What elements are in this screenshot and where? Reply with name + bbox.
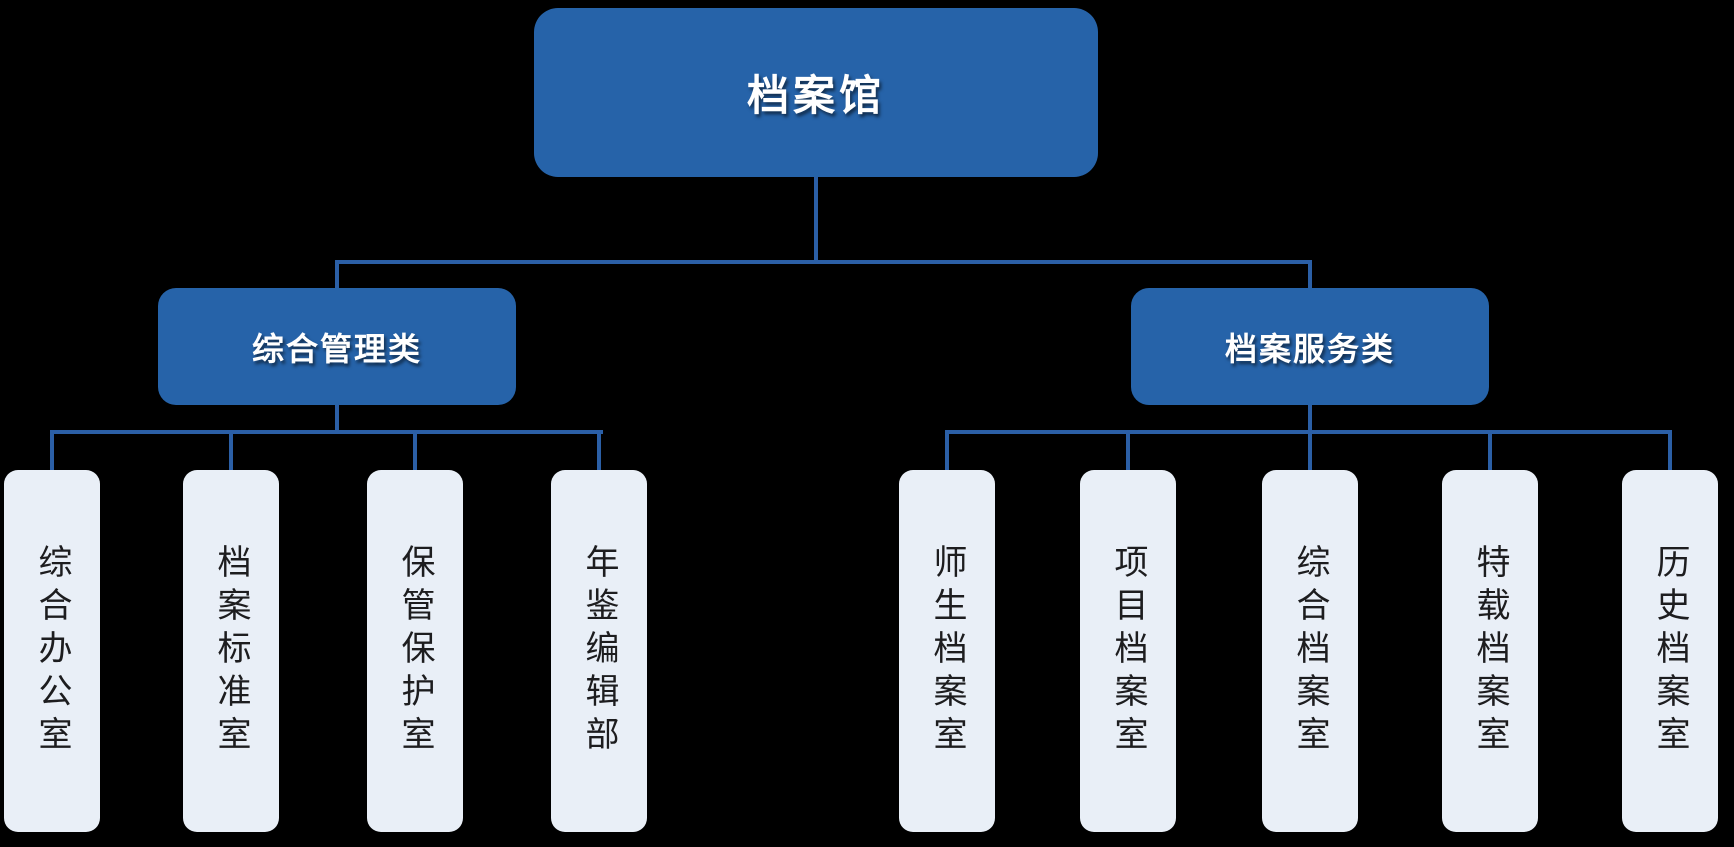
connector-drop-leaf-1 — [50, 430, 54, 470]
org-root-box: 档案馆 — [534, 8, 1098, 177]
connector-drop-group-service — [1308, 260, 1312, 290]
org-group-management-box: 综合管理类 — [158, 288, 516, 405]
connector-drop-leaf-5 — [945, 430, 949, 470]
org-group-service-box: 档案服务类 — [1131, 288, 1489, 405]
connector-drop-leaf-2 — [229, 430, 233, 470]
org-leaf-special-records-archive-box: 特载档案室 — [1442, 470, 1538, 832]
connector-drop-leaf-9 — [1668, 430, 1672, 470]
org-leaf-yearbook-editorial-box: 年鉴编辑部 — [551, 470, 647, 832]
org-leaf-project-archive-label: 项目档案室 — [1109, 543, 1147, 759]
org-leaf-general-office-label: 综合办公室 — [33, 543, 71, 759]
connector-level1-horizontal — [335, 260, 1312, 264]
org-group-service-label: 档案服务类 — [1224, 330, 1395, 367]
connector-drop-group-management — [335, 260, 339, 290]
connector-drop-leaf-6 — [1126, 430, 1130, 470]
connector-management-stem — [335, 405, 339, 434]
connector-drop-leaf-8 — [1488, 430, 1492, 470]
connector-drop-leaf-3 — [413, 430, 417, 470]
org-leaf-staff-student-archive-box: 师生档案室 — [899, 470, 995, 832]
org-leaf-archive-standards-box: 档案标准室 — [183, 470, 279, 832]
connector-root-stem — [814, 177, 818, 262]
org-leaf-yearbook-editorial-label: 年鉴编辑部 — [580, 543, 618, 759]
org-leaf-special-records-archive-label: 特载档案室 — [1471, 543, 1509, 759]
connector-management-horizontal — [50, 430, 603, 434]
org-leaf-comprehensive-archive-box: 综合档案室 — [1262, 470, 1358, 832]
org-leaf-historical-archive-box: 历史档案室 — [1622, 470, 1718, 832]
org-group-management-label: 综合管理类 — [251, 330, 422, 367]
org-leaf-archive-standards-label: 档案标准室 — [212, 543, 250, 759]
org-leaf-historical-archive-label: 历史档案室 — [1651, 543, 1689, 759]
org-leaf-project-archive-box: 项目档案室 — [1080, 470, 1176, 832]
org-leaf-storage-protection-label: 保管保护室 — [396, 543, 434, 759]
org-leaf-storage-protection-box: 保管保护室 — [367, 470, 463, 832]
connector-drop-leaf-4 — [597, 430, 601, 470]
org-leaf-comprehensive-archive-label: 综合档案室 — [1291, 543, 1329, 759]
connector-drop-leaf-7 — [1308, 430, 1312, 470]
org-leaf-staff-student-archive-label: 师生档案室 — [928, 543, 966, 759]
org-leaf-general-office-box: 综合办公室 — [4, 470, 100, 832]
org-root-label: 档案馆 — [746, 72, 885, 119]
connector-service-stem — [1308, 405, 1312, 434]
